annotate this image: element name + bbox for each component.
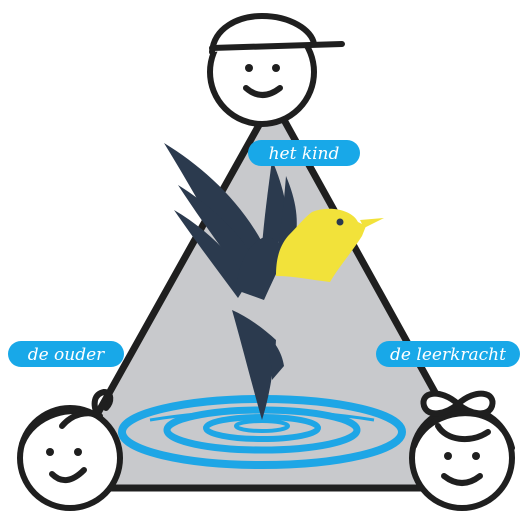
label-right-badge: de leerkracht xyxy=(376,341,520,367)
label-top-badge: het kind xyxy=(248,140,360,166)
teacher-face-with-bow-icon xyxy=(412,394,512,508)
label-right-text: de leerkracht xyxy=(390,345,506,365)
label-left-badge: de ouder xyxy=(8,341,124,367)
label-top-text: het kind xyxy=(269,144,340,164)
child-face-with-cap-icon xyxy=(210,16,342,124)
parent-face-icon xyxy=(20,392,120,508)
label-left-text: de ouder xyxy=(28,345,105,365)
